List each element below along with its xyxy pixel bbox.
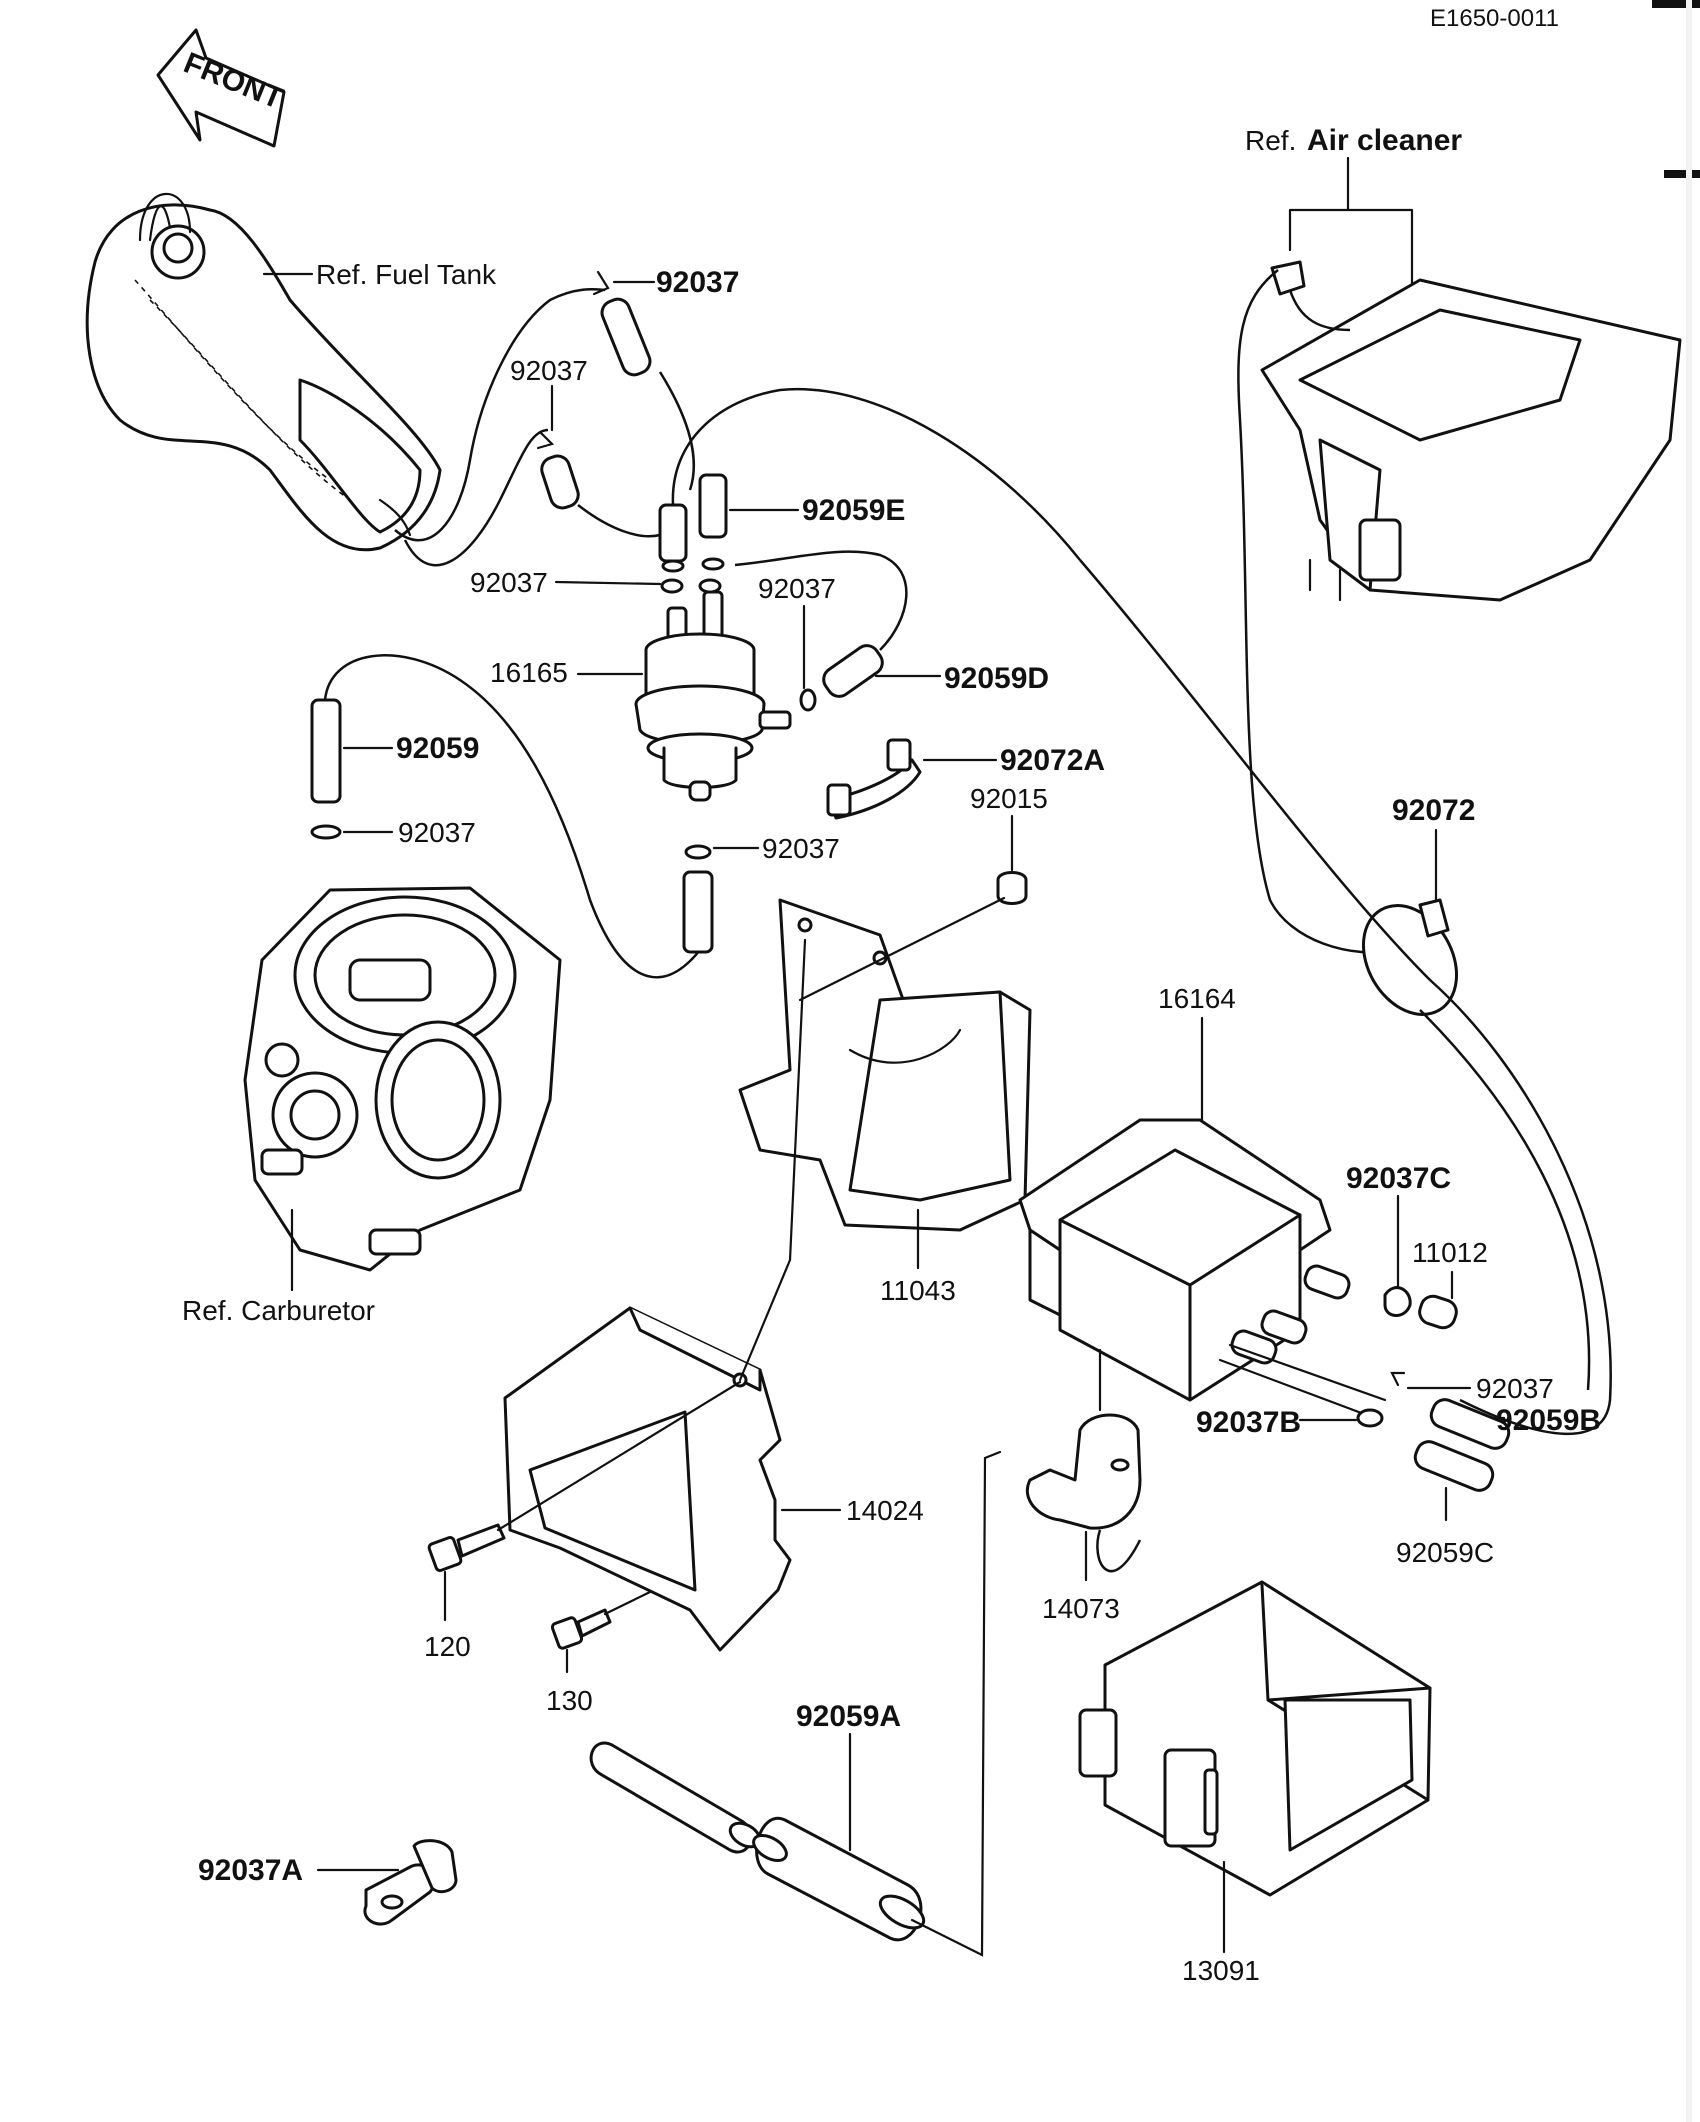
carburetor	[243, 886, 562, 1272]
hose-air-cleaner	[1237, 269, 1401, 954]
callout-92059: 92059	[396, 732, 479, 765]
box-13091	[1078, 1580, 1432, 1897]
bolt-120	[427, 1523, 506, 1572]
clamp-icon	[310, 824, 342, 840]
callout-92037a: 92037A	[198, 1854, 303, 1887]
callout-92059d: 92059D	[944, 662, 1049, 695]
callout-92037-seventh: 92037	[1476, 1373, 1554, 1404]
leader-air-cleaner	[1288, 156, 1414, 302]
callout-92037-fifth: 92037	[398, 817, 476, 848]
leader-92015-to-bracket	[798, 896, 1006, 1002]
leader-bolt-120	[496, 1380, 742, 1532]
ref-fuel-tank-label: Ref. Fuel Tank	[316, 259, 497, 290]
air-cleaner-housing	[1260, 260, 1682, 602]
cap-11012	[1418, 1294, 1458, 1330]
callout-92037b: 92037B	[1196, 1406, 1301, 1439]
canister-16164	[1018, 1118, 1351, 1402]
callout-92037c: 92037C	[1346, 1162, 1451, 1195]
clamp-icon	[799, 688, 817, 712]
leader-cover-bracket	[788, 938, 807, 1262]
hose-link	[658, 371, 695, 491]
callout-92059e: 92059E	[802, 494, 905, 527]
clamp-icon	[536, 430, 555, 450]
guide-line	[1228, 1343, 1387, 1402]
leader-bolt-130	[603, 1590, 652, 1616]
callout-13091: 13091	[1182, 1955, 1260, 1986]
callout-92072: 92072	[1392, 794, 1475, 827]
cover-14024	[503, 1306, 792, 1652]
hose-segment	[540, 454, 580, 510]
callout-120: 120	[424, 1631, 471, 1662]
diagram-code: E1650-0011	[1430, 5, 1559, 32]
clip-92037a	[363, 1839, 458, 1926]
clamp-icon	[701, 557, 725, 571]
hose-92059d-link	[734, 550, 908, 651]
hose-92072-route-inner	[1419, 1009, 1591, 1391]
hose-92059	[310, 698, 342, 804]
leader-92037-third	[554, 580, 662, 586]
hose-carb-to-filter	[323, 654, 701, 979]
callout-130: 130	[546, 1685, 593, 1716]
bracket-11043	[738, 898, 1032, 1232]
ref-air-cleaner-prefix: Ref.	[1245, 125, 1296, 156]
ref-carburetor-label: Ref. Carburetor	[182, 1295, 375, 1326]
hose-under-filter	[682, 870, 714, 954]
hose-92059e-left	[658, 503, 688, 563]
clamp-icon	[698, 578, 722, 594]
clamp-icon	[592, 270, 610, 296]
clip-92037c	[1383, 1286, 1412, 1317]
callout-92037-sixth: 92037	[762, 833, 840, 864]
hose-92059a-upper	[589, 1741, 762, 1854]
clip-92037b	[1356, 1408, 1384, 1428]
callout-16165: 16165	[490, 657, 568, 688]
clip-92037-seventh	[1390, 1371, 1406, 1387]
hose-92059c	[1413, 1440, 1495, 1492]
hose-92059e-right	[698, 473, 728, 539]
hose-tank-to-filter	[403, 428, 549, 567]
hose-tank-to-top	[394, 287, 606, 542]
clamp-icon	[660, 578, 684, 594]
callout-92059c: 92059C	[1396, 1537, 1494, 1568]
corner-mark	[1652, 0, 1700, 8]
callout-92059a: 92059A	[796, 1700, 901, 1733]
clamp-icon	[684, 844, 712, 860]
hose-92059a-lower	[752, 1816, 926, 1942]
ref-air-cleaner-label: Air cleaner	[1307, 124, 1462, 157]
bolt-130	[550, 1608, 612, 1650]
callout-14024: 14024	[846, 1495, 924, 1526]
hose-link	[577, 504, 661, 538]
callout-92037-second: 92037	[510, 355, 588, 386]
hose-elbow-link	[1096, 1529, 1142, 1573]
hose-segment	[600, 297, 652, 377]
callout-92037-top: 92037	[656, 266, 739, 299]
callout-92059b: 92059B	[1496, 1404, 1601, 1437]
front-arrow-icon: FRONT	[156, 28, 287, 148]
callout-92037-fourth: 92037	[758, 573, 836, 604]
leader-92059a-route	[910, 1450, 1002, 1957]
nut-92015	[996, 871, 1028, 905]
callout-11012: 11012	[1412, 1237, 1488, 1268]
hose-92059d	[822, 644, 884, 698]
scan-edge	[1686, 0, 1692, 2122]
guide-line	[1218, 1358, 1382, 1422]
leader-cover-bolt	[738, 1258, 792, 1382]
hose-92072-route	[1079, 559, 1612, 1436]
callout-92015: 92015	[970, 783, 1048, 814]
callout-11043: 11043	[880, 1275, 956, 1306]
callout-92072a: 92072A	[1000, 744, 1105, 777]
clamp-icon	[661, 559, 685, 573]
hose-92059e-loop	[671, 387, 1081, 561]
callout-14073: 14073	[1042, 1593, 1120, 1624]
corner-mark	[1664, 170, 1700, 178]
fuel-filter	[634, 590, 792, 802]
callout-92037-third: 92037	[470, 567, 548, 598]
callout-16164: 16164	[1158, 983, 1236, 1014]
clamp-tab	[1418, 898, 1450, 938]
elbow-14073	[1025, 1413, 1142, 1530]
hose-92059b	[1429, 1398, 1511, 1450]
fuel-tank	[85, 192, 442, 552]
band-92072a	[826, 738, 922, 820]
